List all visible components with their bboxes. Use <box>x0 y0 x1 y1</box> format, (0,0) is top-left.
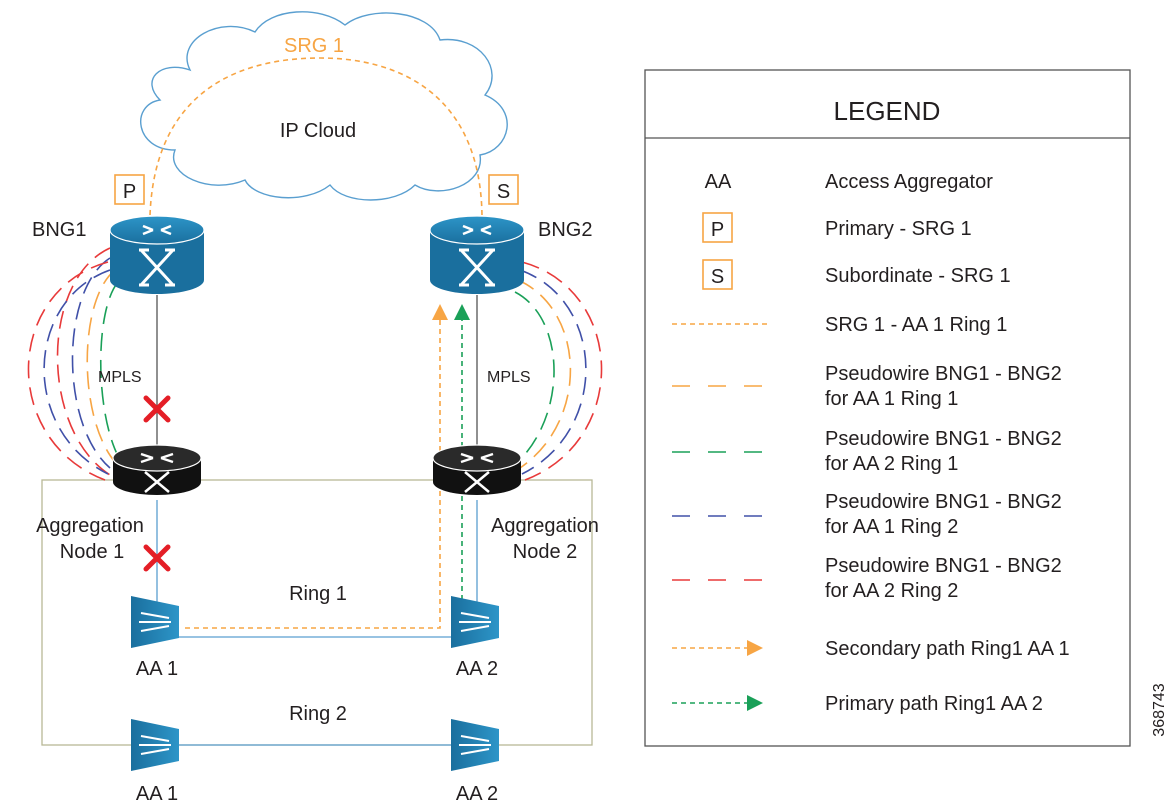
ring2-aa1-label: AA 1 <box>136 783 178 805</box>
srg-label: SRG 1 <box>284 35 344 57</box>
mpls-right-label: MPLS <box>487 369 531 386</box>
badge-primary-text: P <box>123 181 136 203</box>
badge-secondary <box>488 174 519 205</box>
bng2-label: BNG2 <box>538 219 592 241</box>
ring1-label: Ring 1 <box>289 583 347 605</box>
legend-text-primary: Primary - SRG 1 <box>825 218 972 240</box>
legend-text-pw-aa2-ring2-l2: for AA 2 Ring 2 <box>825 580 958 602</box>
agg1-label-line1: Aggregation <box>36 515 144 537</box>
legend-badge-secondary <box>702 259 733 290</box>
link-failure-icon <box>143 395 171 423</box>
legend-symbol-aa: AA <box>705 171 732 193</box>
legend-text-pw-aa2-ring1-l2: for AA 2 Ring 1 <box>825 453 958 475</box>
legend-title: LEGEND <box>834 96 941 126</box>
ring2-label: Ring 2 <box>289 703 347 725</box>
legend-badge-secondary-text: S <box>711 266 724 288</box>
ring2-aa2-label: AA 2 <box>456 783 498 805</box>
figure-id: 368743 <box>1151 683 1168 736</box>
legend-text-primary-path: Primary path Ring1 AA 2 <box>825 693 1043 715</box>
link-failure-icon <box>143 544 171 572</box>
router-aggregation-node-1 <box>112 444 202 495</box>
pseudowire-arcs-right <box>514 261 603 481</box>
legend-text-pw-aa1-ring2-l1: Pseudowire BNG1 - BNG2 <box>825 491 1062 513</box>
ip-cloud <box>140 11 508 201</box>
legend-text-pw-aa1-ring2-l2: for AA 1 Ring 2 <box>825 516 958 538</box>
access-aggregator-ring2-aa2 <box>451 719 499 771</box>
router-aggregation-node-2 <box>432 444 522 495</box>
legend-box <box>644 69 1131 747</box>
agg2-label-line2: Node 2 <box>513 541 578 563</box>
legend-text-pw-aa1-ring1-l2: for AA 1 Ring 1 <box>825 388 958 410</box>
legend-text-pw-aa2-ring2-l1: Pseudowire BNG1 - BNG2 <box>825 555 1062 577</box>
router-bng1 <box>109 215 205 294</box>
legend-badge-primary-text: P <box>711 219 724 241</box>
agg1-label-line2: Node 1 <box>60 541 125 563</box>
srg-arc <box>149 57 483 216</box>
access-aggregator-ring2-aa1 <box>131 719 179 771</box>
ring1-aa2-label: AA 2 <box>456 658 498 680</box>
access-aggregator-ring1-aa1 <box>131 596 179 648</box>
legend-text-subordinate: Subordinate - SRG 1 <box>825 265 1011 287</box>
pseudowire-arcs-left <box>56 247 119 476</box>
ip-cloud-label: IP Cloud <box>280 120 356 142</box>
access-aggregator-ring1-aa2 <box>451 596 499 648</box>
mpls-left-label: MPLS <box>98 369 142 386</box>
agg2-label-line1: Aggregation <box>491 515 599 537</box>
legend: LEGEND AA P S Access Aggregator Primary … <box>644 69 1131 747</box>
pseudowire-arcs-left-outer <box>27 261 111 481</box>
badge-primary <box>114 174 145 205</box>
legend-text-secondary-path: Secondary path Ring1 AA 1 <box>825 638 1070 660</box>
legend-text-pw-aa1-ring1-l1: Pseudowire BNG1 - BNG2 <box>825 363 1062 385</box>
legend-badge-primary <box>702 212 733 243</box>
ring1-aa1-label: AA 1 <box>136 658 178 680</box>
badge-secondary-text: S <box>497 181 510 203</box>
legend-text-aa: Access Aggregator <box>825 171 993 193</box>
router-bng2 <box>429 215 525 294</box>
legend-text-srg-ring: SRG 1 - AA 1 Ring 1 <box>825 314 1007 336</box>
secondary-path-ring1-aa1 <box>185 304 448 629</box>
legend-text-pw-aa2-ring1-l1: Pseudowire BNG1 - BNG2 <box>825 428 1062 450</box>
bng1-label: BNG1 <box>32 219 86 241</box>
